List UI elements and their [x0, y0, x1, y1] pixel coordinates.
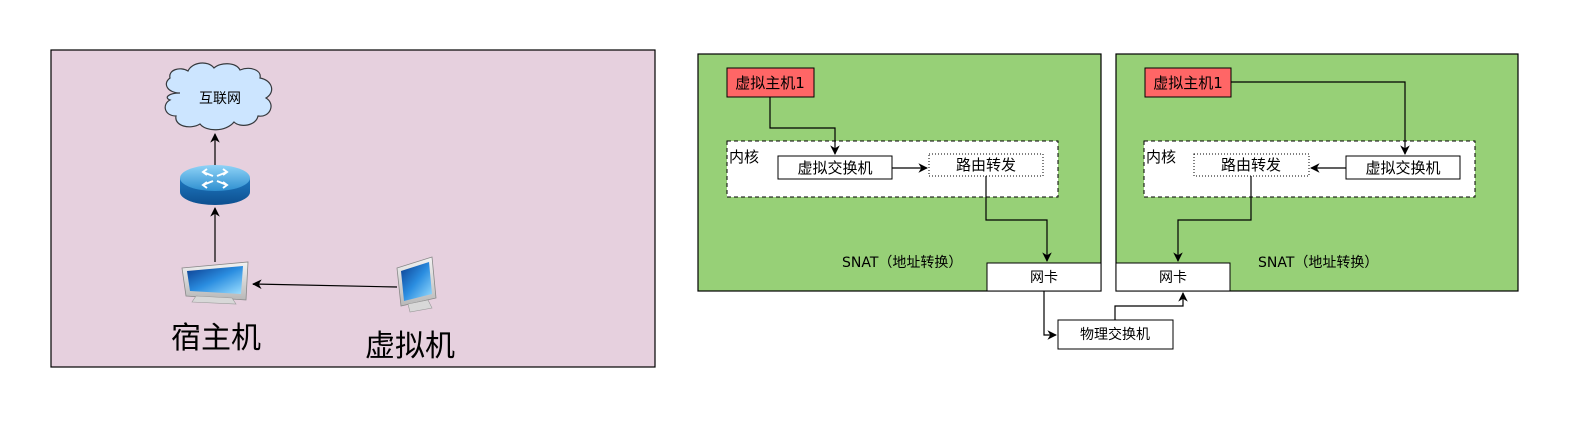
panel1-snat-label: SNAT（地址转换） — [842, 254, 962, 271]
vm-label: 虚拟机 — [365, 329, 455, 364]
internet-label: 互联网 — [199, 91, 241, 107]
arrow-nic1-to-switch — [1043, 291, 1057, 340]
physical-switch-label: 物理交换机 — [1080, 326, 1150, 343]
host-label: 宿主机 — [171, 321, 261, 356]
panel2-routing-box — [1193, 153, 1310, 177]
router-icon — [180, 165, 250, 205]
panel1-vswitch-label: 虚拟交换机 — [797, 159, 872, 177]
panel2-kernel-label: 内核 — [1146, 148, 1176, 166]
arrow-vm-to-host — [252, 279, 398, 289]
panel1-arrow-vm-to-vswitch — [769, 97, 840, 155]
panel2-vm-label: 虚拟主机1 — [1153, 74, 1223, 92]
right-panel-2: 虚拟主机1 内核 路由转发 虚拟交换机 SNAT（地址转换） 网卡 — [1115, 53, 1519, 292]
panel1-nic-box — [986, 262, 1102, 292]
panel1-kernel-label: 内核 — [729, 148, 759, 166]
panel2-nic-box — [1115, 262, 1231, 292]
physical-switch: 物理交换机 — [1043, 291, 1188, 350]
right-panel-1: 虚拟主机1 内核 虚拟交换机 路由转发 SNAT（地址转换） 网卡 — [697, 53, 1102, 292]
panel2-routing-label: 路由转发 — [1221, 156, 1281, 174]
panel2-snat-label: SNAT（地址转换） — [1258, 254, 1378, 271]
panel1-nic-label: 网卡 — [1030, 270, 1058, 286]
panel1-vm-box — [726, 67, 815, 98]
panel2-arrow-routing-to-nic — [1173, 176, 1252, 262]
cloud-icon — [164, 62, 273, 131]
physical-switch-box — [1057, 319, 1174, 350]
panel1-arrow-routing-to-nic — [985, 176, 1052, 262]
panel2-vswitch-label: 虚拟交换机 — [1365, 159, 1440, 177]
vm-monitor-icon — [396, 256, 437, 313]
panel1-routing-label: 路由转发 — [956, 156, 1016, 174]
panel1-vm-label: 虚拟主机1 — [735, 74, 805, 92]
arrow-switch-to-nic2 — [1114, 292, 1188, 320]
left-panel: 互联网 宿主机 虚拟机 — [50, 49, 656, 368]
panel2-vm-box — [1144, 67, 1232, 98]
panel2-arrow-vm-to-vswitch — [1231, 81, 1410, 155]
left-panel-background — [50, 49, 656, 368]
host-monitor-icon — [181, 261, 249, 305]
panel2-nic-label: 网卡 — [1159, 270, 1187, 286]
